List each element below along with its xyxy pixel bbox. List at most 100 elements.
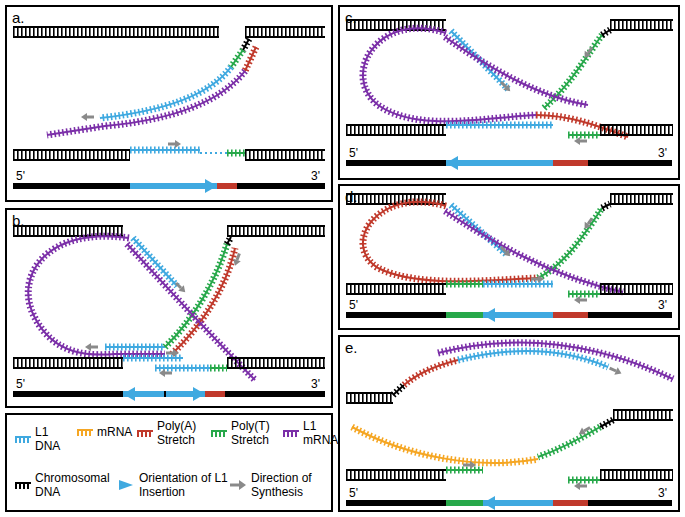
dna-rail bbox=[600, 469, 673, 471]
insert-segment bbox=[217, 183, 237, 189]
legend-text: Poly(A) Stretch bbox=[157, 419, 209, 447]
illustration-part bbox=[580, 140, 587, 143]
strand-ticks bbox=[451, 205, 506, 254]
strand-end-label: 5' bbox=[15, 169, 26, 183]
strand-ticks bbox=[352, 427, 538, 463]
strand-ticks bbox=[28, 236, 165, 354]
legend-text: Orientation of L1 Insertion bbox=[139, 471, 231, 499]
strand-backbone bbox=[445, 211, 623, 292]
illustration-part bbox=[574, 296, 580, 304]
dna-rail bbox=[600, 134, 673, 136]
synthesis-arrow bbox=[531, 275, 544, 283]
illustration-part bbox=[503, 84, 513, 94]
dna-rungs bbox=[13, 227, 123, 235]
legend-text: Poly(T) Stretch bbox=[231, 419, 281, 447]
illustration-part bbox=[237, 253, 239, 260]
dna-rail bbox=[346, 392, 393, 394]
strand-end-box: 5' bbox=[15, 374, 26, 392]
illustration-part bbox=[164, 391, 166, 397]
strand-backbone bbox=[352, 427, 538, 463]
dna-rail bbox=[13, 36, 219, 38]
dna-rail bbox=[13, 367, 123, 369]
synthesis-arrow bbox=[574, 482, 587, 490]
synthesis-arrow bbox=[581, 45, 595, 60]
illustration-part bbox=[176, 283, 181, 288]
strand-end-box: 5' bbox=[348, 295, 359, 313]
strand-end-label: 5' bbox=[348, 486, 359, 500]
dna-rail bbox=[613, 409, 673, 411]
strand-ticks bbox=[446, 467, 483, 474]
insert-segment bbox=[205, 391, 225, 397]
strand-end-box: 3' bbox=[310, 166, 321, 184]
strand-backbone bbox=[363, 28, 536, 121]
illustration-part bbox=[91, 346, 98, 349]
strand-ticks bbox=[172, 248, 235, 354]
strand-backbone bbox=[172, 248, 235, 354]
legend-text: Direction of Synthesis bbox=[251, 471, 327, 499]
chromosome-bar bbox=[346, 160, 672, 166]
strand-ticks bbox=[568, 477, 600, 484]
orientation-icon bbox=[117, 479, 135, 491]
synthesis-arrow bbox=[581, 216, 595, 231]
dna-rail bbox=[227, 225, 325, 227]
legend-swatch bbox=[137, 430, 153, 437]
strand-backbone bbox=[451, 205, 506, 254]
illustration-part bbox=[580, 485, 587, 488]
strand-ticks bbox=[100, 67, 231, 118]
insert-segment bbox=[123, 391, 205, 397]
strand-ticks bbox=[404, 360, 458, 385]
strand-end-label: 5' bbox=[348, 146, 359, 160]
illustration-part bbox=[538, 275, 544, 283]
dna-rungs bbox=[346, 471, 446, 479]
strand-backbone bbox=[105, 346, 165, 348]
dna-rail bbox=[227, 235, 325, 237]
illustration-part bbox=[580, 299, 587, 302]
strand-backbone bbox=[602, 204, 610, 208]
panel-letter: e. bbox=[345, 339, 358, 356]
strand-backbone bbox=[538, 427, 600, 457]
strand-ticks bbox=[363, 28, 536, 121]
strand-backbone bbox=[568, 134, 600, 136]
legend-text: Chromosomal DNA bbox=[35, 471, 111, 499]
dna-rungs bbox=[13, 359, 123, 367]
dna-rail bbox=[346, 293, 446, 295]
illustration-part bbox=[87, 116, 94, 119]
dna-rungs bbox=[245, 28, 325, 36]
panel-illustration bbox=[346, 343, 673, 510]
dna-rail bbox=[245, 159, 325, 161]
strand-end-box: 5' bbox=[15, 166, 26, 184]
illustration-part bbox=[501, 247, 506, 252]
synthesis-arrow bbox=[574, 137, 587, 145]
strand-backbone bbox=[28, 236, 165, 354]
dna-rail bbox=[346, 283, 446, 285]
direction-icon bbox=[229, 479, 247, 491]
strand-backbone bbox=[393, 385, 404, 395]
illustration-part bbox=[119, 480, 133, 490]
insert-segment bbox=[446, 160, 553, 166]
legend-swatch bbox=[15, 482, 31, 489]
strand-backbone bbox=[245, 47, 256, 71]
strand-ticks bbox=[47, 71, 245, 135]
strand-backbone bbox=[446, 124, 553, 126]
dna-rail bbox=[600, 124, 673, 126]
illustration-part bbox=[531, 278, 538, 281]
dna-rungs bbox=[227, 227, 325, 235]
chromosome-bar bbox=[346, 312, 672, 318]
dna-rungs bbox=[610, 195, 673, 203]
strand-backbone bbox=[231, 50, 243, 67]
strand-ticks bbox=[544, 35, 602, 108]
strand-ticks bbox=[445, 211, 623, 292]
insert-segment bbox=[553, 160, 588, 166]
illustration-part bbox=[588, 218, 592, 224]
strand-ticks bbox=[130, 147, 200, 154]
strand-backbone bbox=[123, 357, 183, 359]
illustration-part bbox=[581, 51, 591, 61]
illustration-part bbox=[166, 352, 173, 355]
dna-rungs bbox=[613, 411, 673, 419]
orientation-head bbox=[123, 387, 135, 401]
legend-item: mRNA bbox=[77, 425, 137, 439]
panel-illustration bbox=[13, 27, 325, 193]
synthesis-arrow bbox=[231, 252, 243, 267]
illustration-part bbox=[231, 259, 241, 267]
strand-ticks bbox=[231, 50, 243, 67]
